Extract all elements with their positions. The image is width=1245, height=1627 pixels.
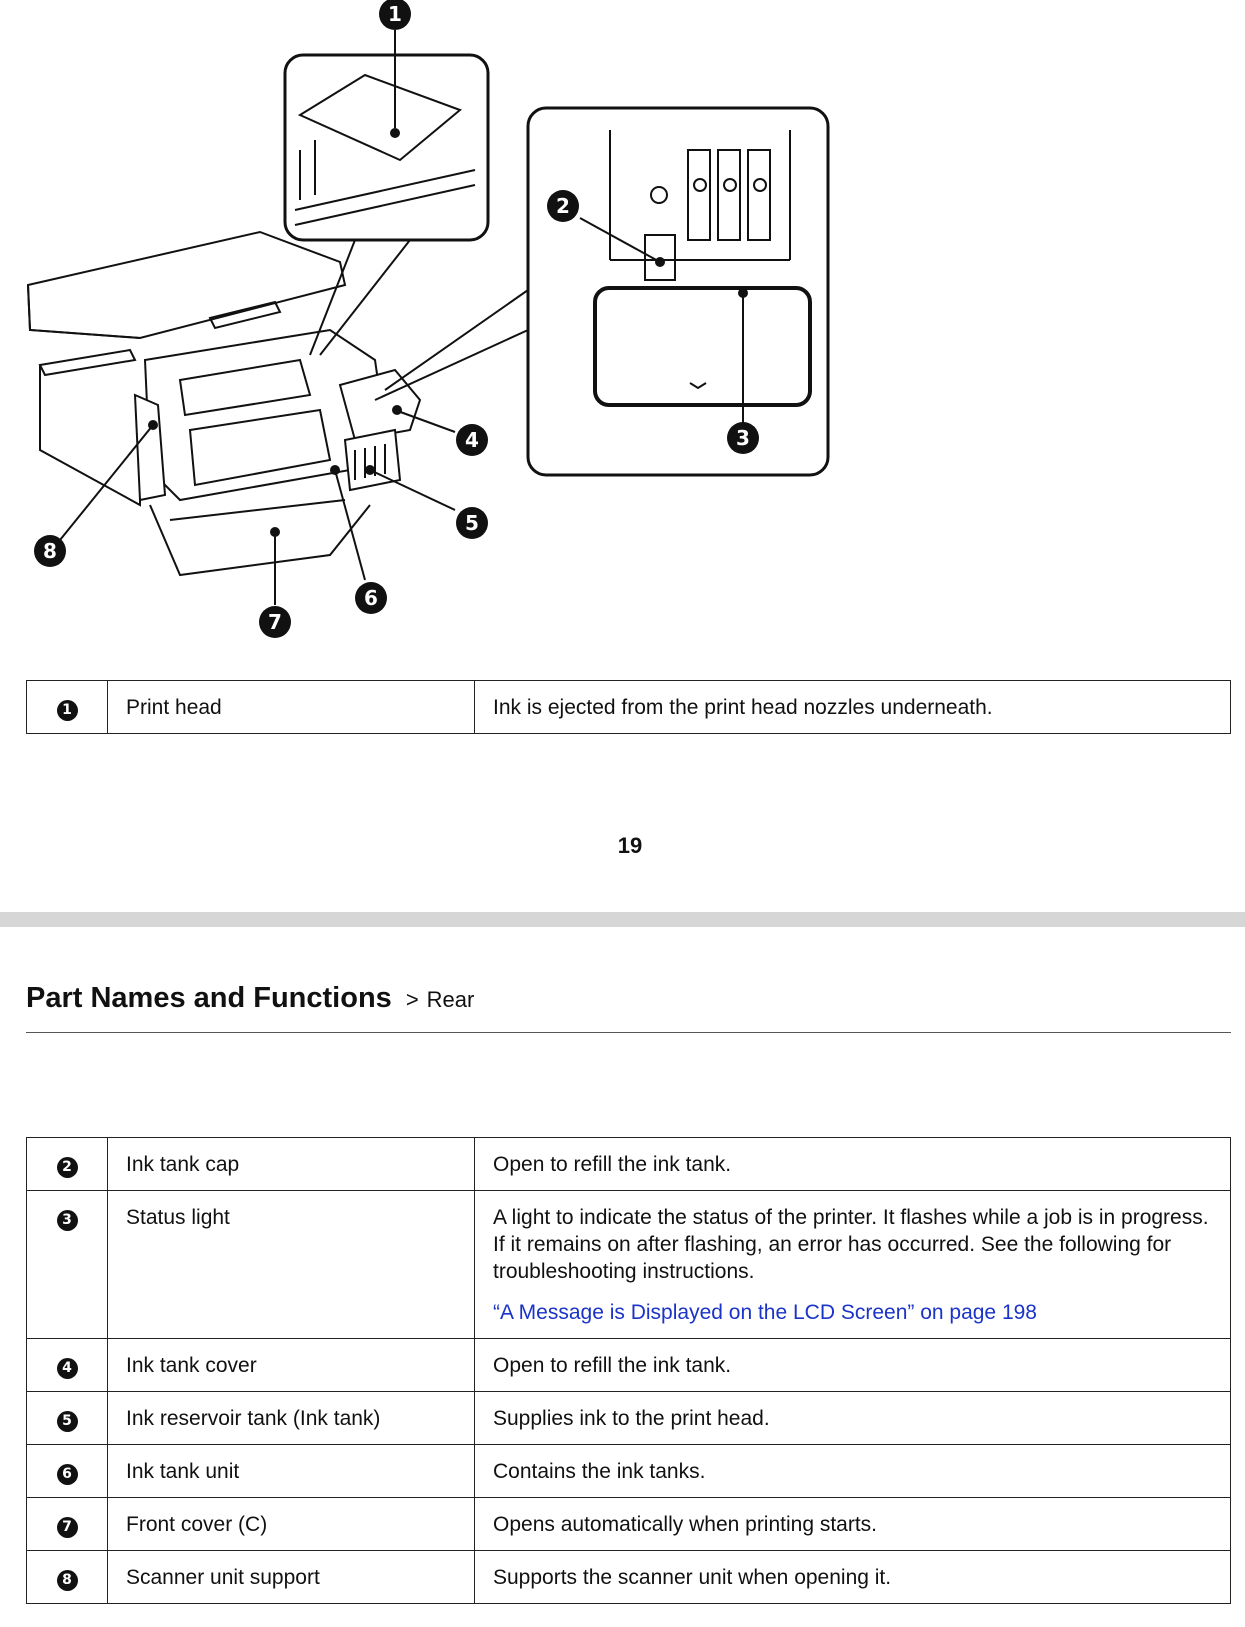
- part-description: Open to refill the ink tank.: [474, 1338, 1231, 1392]
- part-description: Opens automatically when printing starts…: [474, 1497, 1231, 1551]
- section-title: Part Names and Functions: [26, 982, 392, 1014]
- item-number-badge: 6: [56, 1464, 78, 1485]
- part-name: Print head: [107, 680, 475, 734]
- item-number-badge: 5: [56, 1411, 78, 1432]
- part-name: Ink reservoir tank (Ink tank): [107, 1391, 475, 1445]
- part-name: Ink tank cap: [107, 1137, 475, 1191]
- callout-2: 2: [556, 194, 570, 218]
- item-number-badge: 3: [56, 1210, 78, 1231]
- lcd-message-link[interactable]: “A Message is Displayed on the LCD Scree…: [493, 1301, 1037, 1324]
- table-row: 1 Print head Ink is ejected from the pri…: [26, 680, 1231, 734]
- table-row: 2 Ink tank cap Open to refill the ink ta…: [26, 1137, 1231, 1191]
- part-description: Ink is ejected from the print head nozzl…: [474, 680, 1231, 734]
- part-name: Scanner unit support: [107, 1550, 475, 1604]
- table-row: 7 Front cover (C) Opens automatically wh…: [26, 1497, 1231, 1551]
- table-row: 4 Ink tank cover Open to refill the ink …: [26, 1338, 1231, 1392]
- page-separator: [0, 912, 1245, 927]
- item-number-badge: 7: [56, 1517, 78, 1538]
- page-number: 19: [617, 833, 643, 858]
- part-name: Ink tank cover: [107, 1338, 475, 1392]
- part-name: Ink tank unit: [107, 1444, 475, 1498]
- table-row: 5 Ink reservoir tank (Ink tank) Supplies…: [26, 1391, 1231, 1445]
- item-number-badge: 2: [56, 1157, 78, 1178]
- manual-page-20: Part Names and Functions > Rear 2 Ink tank…: [0, 927, 1245, 1627]
- table-row: 3 Status light A light to indicate the s…: [26, 1190, 1231, 1339]
- parts-table-bottom: 2 Ink tank cap Open to refill the ink ta…: [26, 1137, 1231, 1604]
- callout-6: 6: [364, 586, 378, 610]
- part-name: Front cover (C): [107, 1497, 475, 1551]
- breadcrumb-separator: >: [405, 987, 419, 1012]
- part-description: Contains the ink tanks.: [474, 1444, 1231, 1498]
- part-name: Status light: [107, 1190, 475, 1339]
- callout-7: 7: [268, 610, 282, 634]
- table-row: 6 Ink tank unit Contains the ink tanks.: [26, 1444, 1231, 1498]
- printer-parts-diagram: 1 2 3 4 5 6 7 8: [26, 0, 830, 638]
- part-description: A light to indicate the status of the pr…: [493, 1206, 1209, 1283]
- callout-3: 3: [736, 426, 750, 450]
- page-header: Part Names and Functions > Rear: [26, 982, 1231, 1033]
- parts-table-top: 1 Print head Ink is ejected from the pri…: [26, 680, 1231, 734]
- callout-4: 4: [465, 428, 479, 452]
- callout-8: 8: [43, 539, 57, 563]
- table-row: 8 Scanner unit support Supports the scan…: [26, 1550, 1231, 1604]
- callout-5: 5: [465, 511, 479, 535]
- diagram-callouts: 1 2 3 4 5 6 7 8: [34, 0, 759, 638]
- manual-page-19: 1 2 3 4 5 6 7 8 1 Print head Ink is ejec…: [26, 0, 1231, 858]
- callout-1: 1: [388, 2, 402, 26]
- part-description: Supplies ink to the print head.: [474, 1391, 1231, 1445]
- item-number-badge: 8: [56, 1570, 78, 1591]
- item-number-badge: 1: [56, 700, 78, 721]
- subsection-title: Rear: [426, 987, 475, 1012]
- item-number-badge: 4: [56, 1358, 78, 1379]
- part-description: Supports the scanner unit when opening i…: [474, 1550, 1231, 1604]
- part-description: Open to refill the ink tank.: [474, 1137, 1231, 1191]
